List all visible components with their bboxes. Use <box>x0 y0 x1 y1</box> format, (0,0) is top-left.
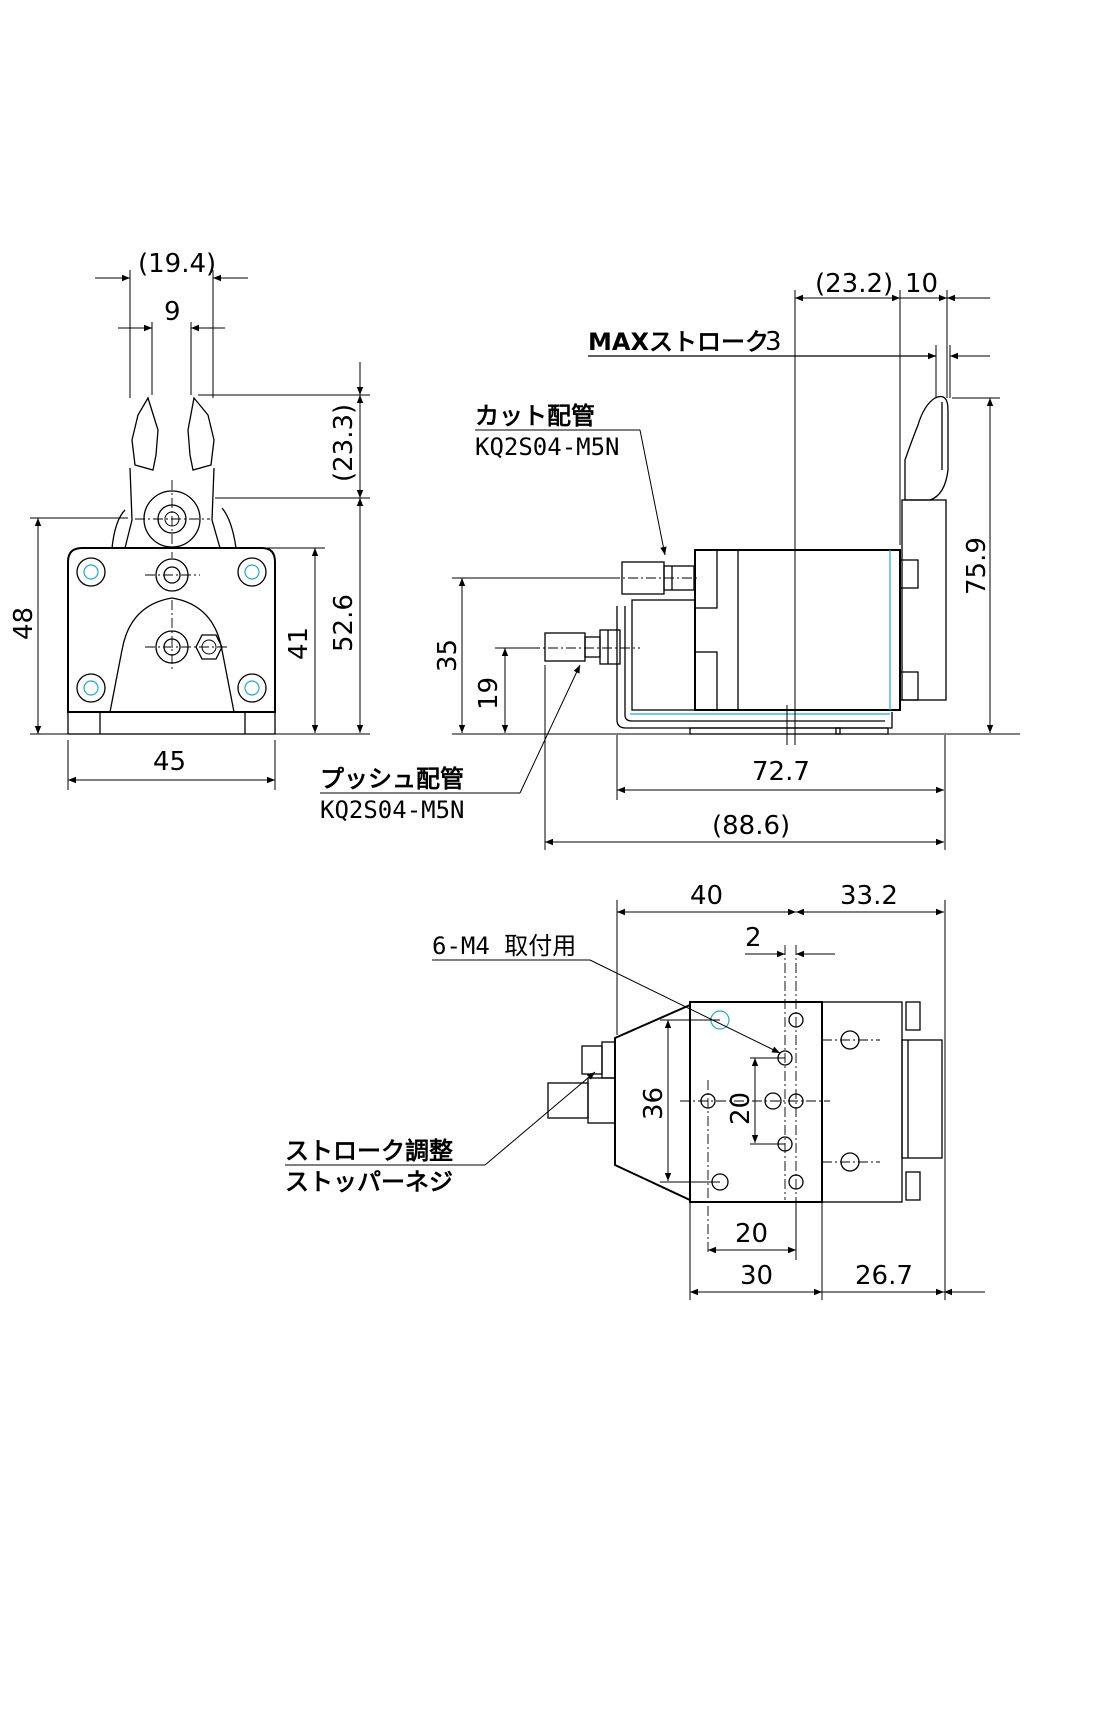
dim-side-total-height: 75.9 <box>962 537 992 595</box>
dim-front-width: 45 <box>153 747 186 777</box>
side-view: MAXストローク 3 (23.2) 10 75.9 35 19 72.7 (88… <box>320 269 1020 850</box>
dim-side-pipe-height: 35 <box>433 639 463 672</box>
dim-top-right: 33.2 <box>840 881 898 911</box>
dim-front-body-height: 48 <box>9 607 39 640</box>
dim-top-left: 40 <box>690 881 723 911</box>
label-stroke-adjust-1: ストローク調整 <box>285 1137 453 1165</box>
dim-front-base-height: 41 <box>284 627 314 660</box>
dim-top-hole-pitch-v: 20 <box>726 1092 756 1125</box>
top-view: 40 33.2 2 36 20 20 30 26.7 6-M4 取付用 ストロ <box>285 881 985 1300</box>
dim-top-height: 36 <box>639 1087 669 1120</box>
dim-front-total-height: 52.6 <box>329 594 359 652</box>
label-mount-holes: 6-M4 取付用 <box>432 932 576 960</box>
dim-side-push-height: 19 <box>474 677 504 710</box>
label-push-pipe: プッシュ配管 <box>320 765 464 793</box>
label-cut-pipe: カット配管 <box>475 402 595 430</box>
dim-side-total-length: (88.6) <box>712 811 790 841</box>
dim-top-offset: 2 <box>745 923 762 953</box>
label-max-stroke: MAXストローク <box>588 328 769 356</box>
label-cut-pipe-part: KQ2S04-M5N <box>475 433 620 461</box>
dim-top-hole-pitch-h: 20 <box>735 1219 768 1249</box>
dim-top-tail: 26.7 <box>855 1261 913 1291</box>
label-stroke-adjust-2: ストッパーネジ <box>285 1168 453 1196</box>
label-push-pipe-part: KQ2S04-M5N <box>320 796 465 824</box>
dim-front-jaw-gap: 9 <box>164 297 181 327</box>
dim-side-max-stroke: 3 <box>765 327 782 357</box>
dim-side-body-length: 72.7 <box>752 757 810 787</box>
dim-top-base: 30 <box>740 1261 773 1291</box>
front-view: (19.4) 9 (23.3) 52.6 48 41 45 <box>9 249 370 790</box>
dim-side-stroke-ref: (23.2) <box>815 269 893 299</box>
dim-front-jaw-span: (19.4) <box>138 249 216 279</box>
dim-side-blade-width: 10 <box>905 269 938 299</box>
dim-front-jaw-height: (23.3) <box>329 404 359 482</box>
